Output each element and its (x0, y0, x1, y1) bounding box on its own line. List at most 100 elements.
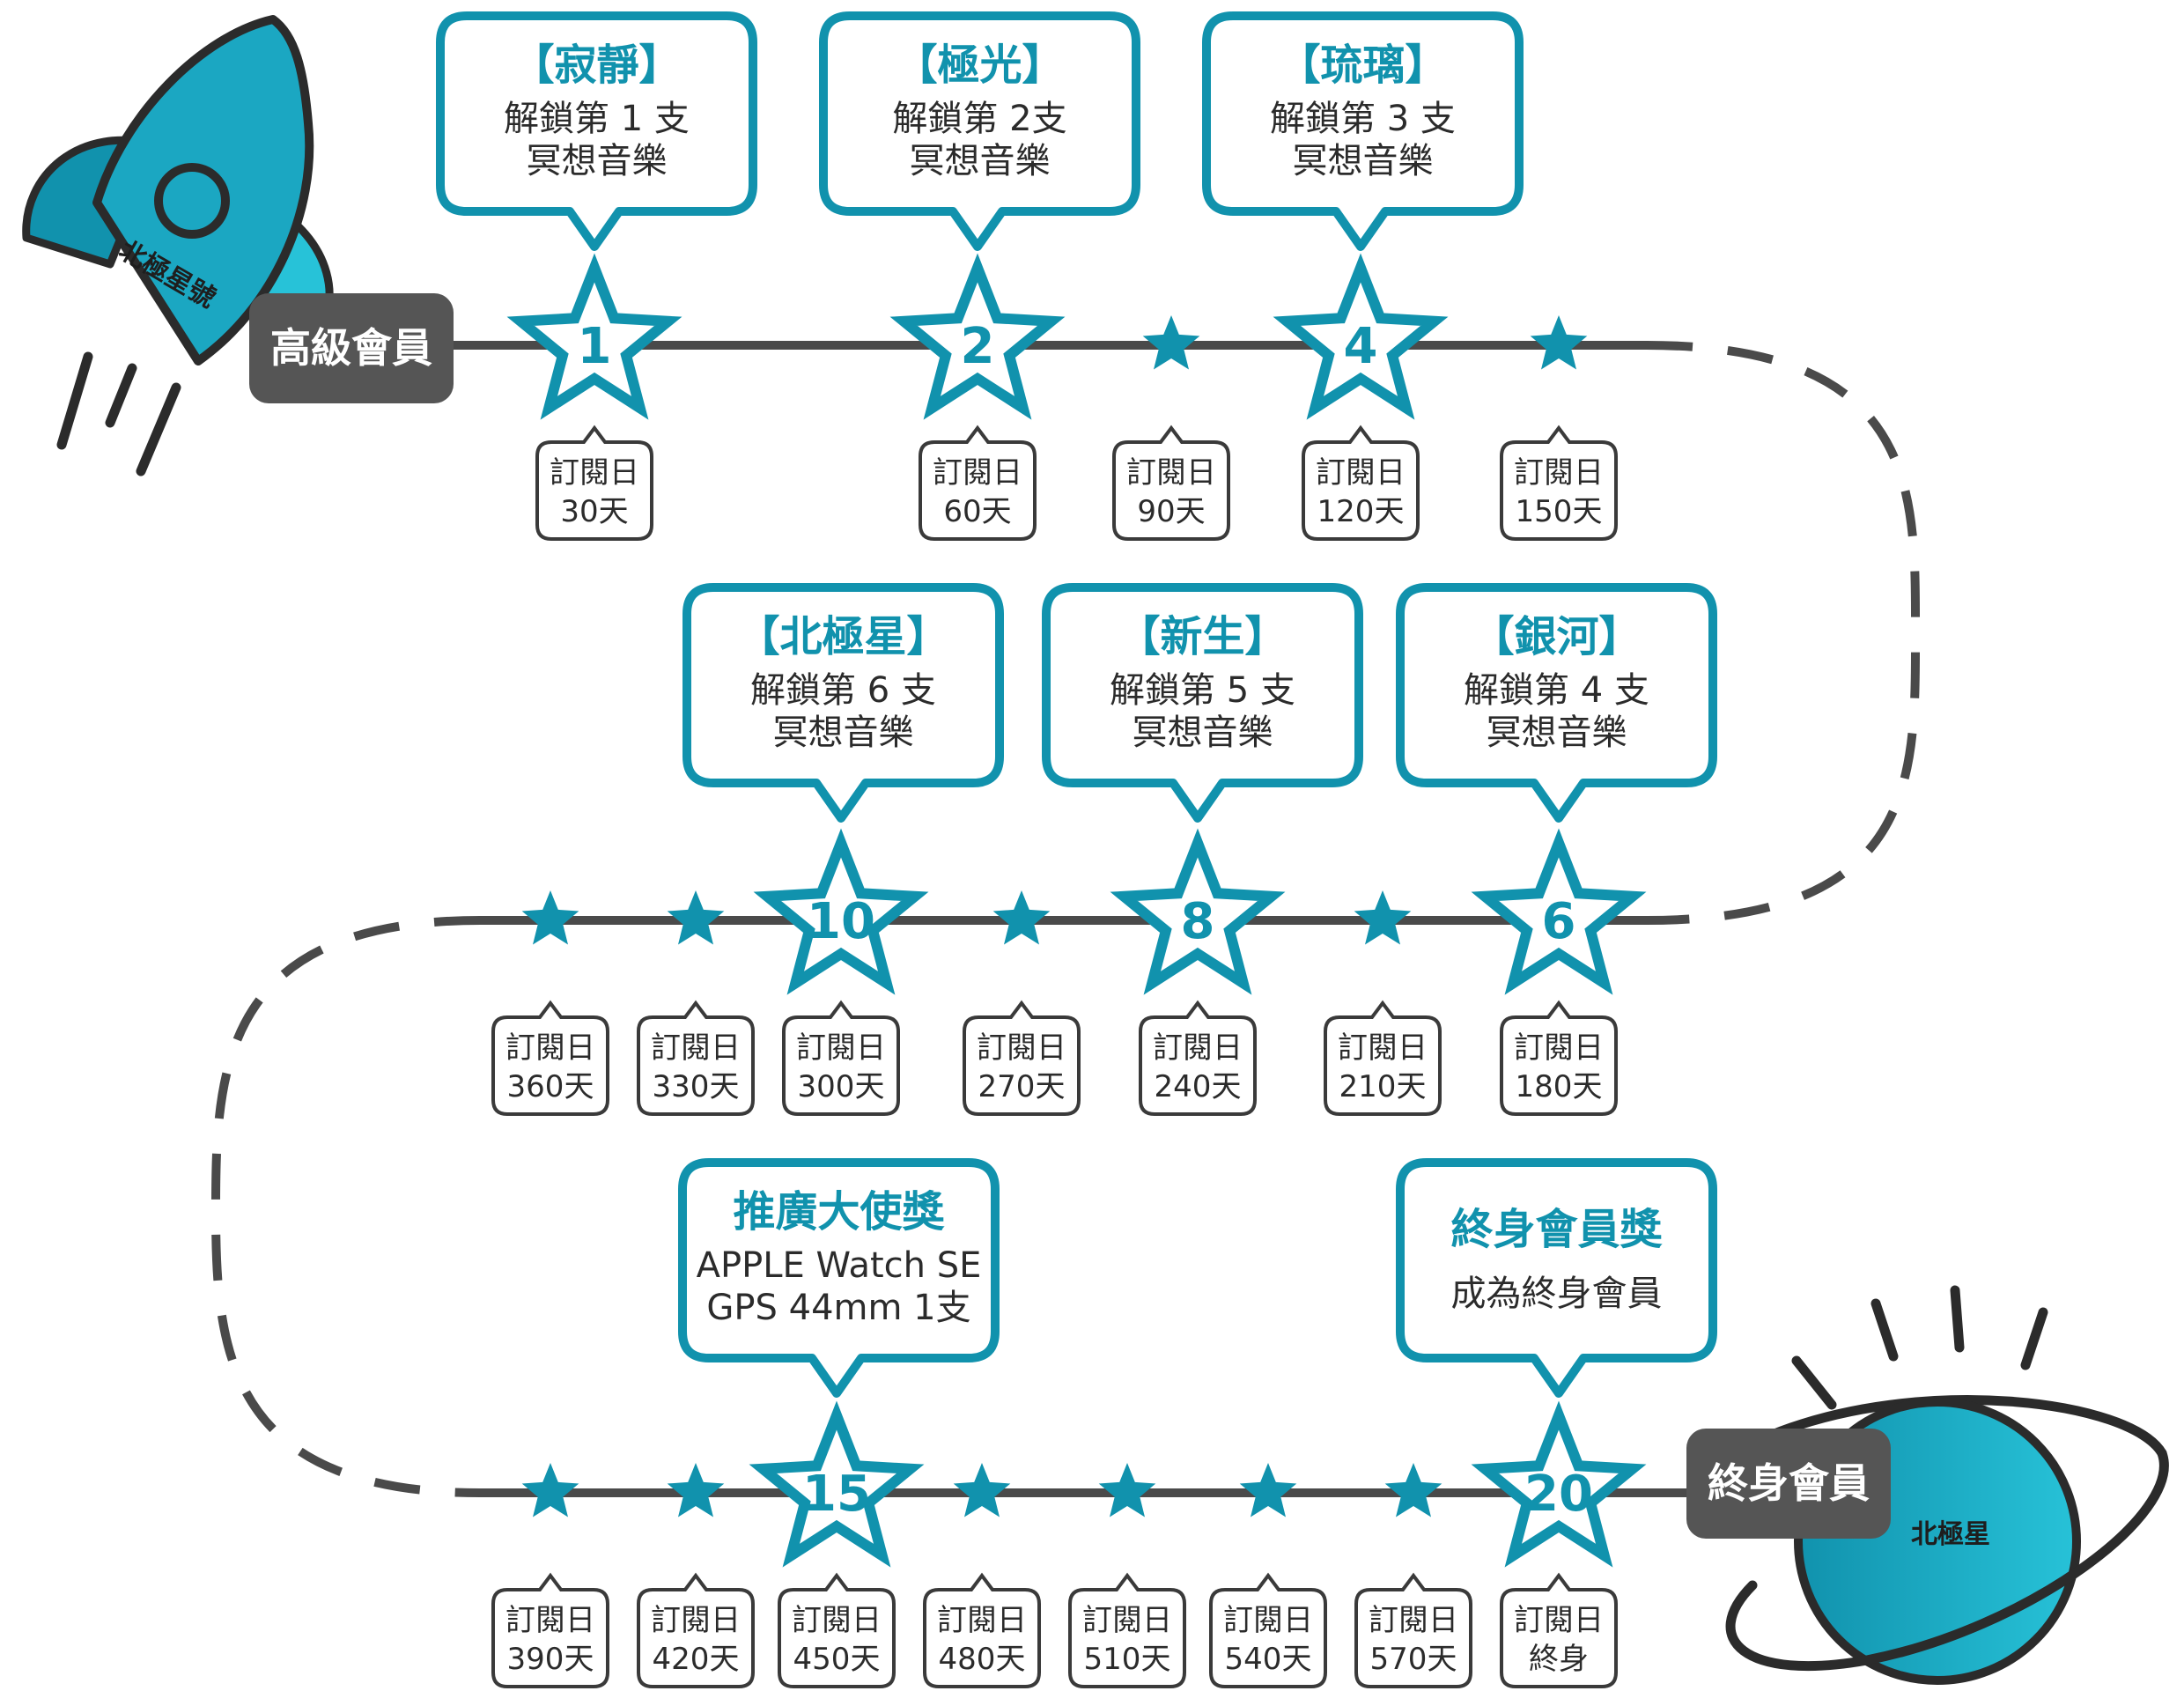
star-icon (667, 1463, 725, 1517)
tag-label: 訂閱日 (1126, 455, 1216, 491)
start-badge: 高級會員 (249, 293, 454, 403)
reward-line: 冥想音樂 (1133, 713, 1273, 753)
star-icon (1354, 890, 1412, 945)
tag-label: 訂閱日 (977, 1030, 1066, 1066)
star-icon (1098, 1463, 1156, 1517)
tag-day: 330天 (653, 1069, 740, 1104)
small-star (1142, 315, 1200, 370)
track-connector-left (210, 916, 481, 1497)
tag-day: 180天 (1516, 1069, 1603, 1104)
tag-layer: 訂閱日30天訂閱日60天訂閱日90天訂閱日120天訂閱日150天訂閱日180天訂… (491, 425, 1618, 1688)
tag-bubble (637, 1572, 755, 1688)
tag-label: 訂閱日 (550, 455, 639, 491)
reward-line: 冥想音樂 (910, 141, 1051, 181)
planet-ray-1 (1791, 1355, 1837, 1410)
small-star (1384, 1463, 1442, 1517)
reward-line: 解鎖第 1 支 (504, 99, 690, 139)
tag-day: 300天 (798, 1069, 885, 1104)
star-number: 4 (1344, 318, 1378, 375)
tag-day: 510天 (1084, 1642, 1171, 1677)
rocket-trail-1 (56, 351, 93, 450)
tag-day: 390天 (507, 1642, 594, 1677)
reward-title: 【寂靜】 (512, 41, 681, 90)
tag-label: 訂閱日 (1153, 1030, 1243, 1066)
planet-ray-3 (1950, 1285, 1965, 1353)
star-icon (753, 828, 929, 995)
planet-ring-front (1725, 1448, 2169, 1672)
tag-bubble (1068, 1572, 1186, 1688)
star-number: 10 (807, 893, 875, 950)
star-number: 2 (961, 318, 995, 375)
reward-title: 【極光】 (895, 41, 1064, 90)
end-badge: 終身會員 (1686, 1429, 1891, 1539)
small-star (1530, 315, 1588, 370)
tag-label: 訂閱日 (505, 1030, 595, 1066)
tag-bubble (1112, 425, 1230, 541)
planet-ring-back (1765, 1395, 2167, 1458)
reward-line: GPS 44mm 1支 (706, 1288, 970, 1328)
track-connector-right (1646, 341, 1921, 925)
start-badge-label: 高級會員 (270, 324, 432, 372)
star-number: 1 (578, 318, 612, 375)
small-star (521, 1463, 579, 1517)
callout-bubble (1202, 11, 1524, 251)
tag-bubble (782, 1000, 900, 1116)
star-icon (953, 1463, 1011, 1517)
tag-bubble (923, 1572, 1041, 1688)
reward-title: 【新生】 (1118, 612, 1287, 661)
star-icon (667, 890, 725, 945)
tag-bubble (491, 1000, 609, 1116)
tag-day: 540天 (1225, 1642, 1312, 1677)
reward-line: APPLE Watch SE (697, 1245, 982, 1286)
small-star (667, 1463, 725, 1517)
callout-bubble (1396, 583, 1717, 823)
reward-title: 【北極星】 (737, 612, 948, 661)
tag-bubble (1209, 1572, 1327, 1688)
small-star (992, 890, 1051, 945)
reward-line: 冥想音樂 (527, 141, 668, 181)
tag-bubble (1500, 1572, 1618, 1688)
tag-bubble (1500, 1000, 1618, 1116)
star-number: 20 (1524, 1466, 1593, 1523)
tag-label: 訂閱日 (505, 1603, 595, 1638)
tag-bubble (1500, 425, 1618, 541)
star-icon (1110, 828, 1286, 995)
star-icon (1471, 828, 1647, 995)
callout-bubble (436, 11, 757, 251)
rocket-trail-2 (105, 363, 137, 428)
star-number: 8 (1181, 893, 1215, 950)
tag-day: 60天 (943, 494, 1011, 529)
star-icon (889, 253, 1066, 420)
reward-line: 冥想音樂 (773, 713, 914, 753)
star-icon (992, 890, 1051, 945)
tag-bubble (963, 1000, 1081, 1116)
reward-line: 解鎖第 3 支 (1270, 99, 1456, 139)
small-star (1354, 890, 1412, 945)
planet-ray-2 (1870, 1298, 1899, 1362)
callout-bubble (819, 11, 1140, 251)
tag-day: 450天 (793, 1642, 881, 1677)
tag-day: 210天 (1339, 1069, 1427, 1104)
star-icon (506, 253, 682, 420)
tag-label: 訂閱日 (792, 1603, 882, 1638)
rocket-window (154, 163, 230, 239)
reward-line: 解鎖第 6 支 (750, 670, 936, 711)
